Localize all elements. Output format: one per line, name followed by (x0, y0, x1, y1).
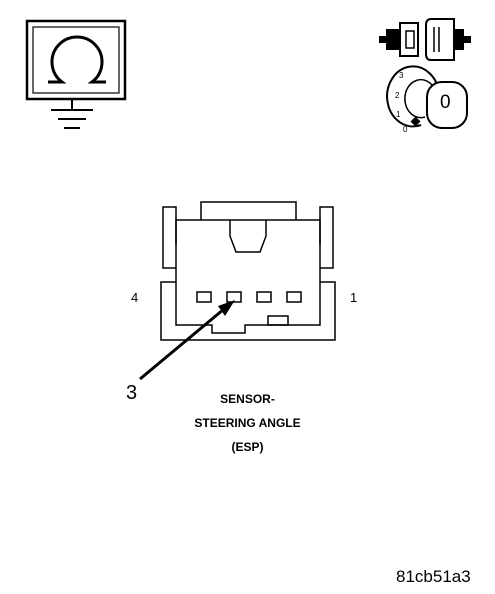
ohmmeter-ground-icon (25, 19, 127, 129)
connector-disconnect-icon (379, 18, 471, 61)
key-position-label: 3 (399, 71, 404, 80)
connector-pins (196, 291, 302, 303)
caption-line-2: STEERING ANGLE (194, 416, 301, 430)
key-label: 0 (440, 92, 451, 113)
pin-3-cavity (226, 291, 242, 303)
key-position-label: 0 (403, 125, 408, 134)
figure-code: 81cb51a3 (396, 567, 471, 586)
pin-4-cavity (196, 291, 212, 303)
ignition-key-off-icon (386, 65, 468, 129)
callout-arrow (139, 300, 235, 381)
key-position-label: 1 (396, 110, 401, 119)
pin-2-cavity (256, 291, 272, 303)
caption-line-1: SENSOR- (220, 392, 275, 406)
connector-face (160, 201, 336, 341)
callout-pin-label: 3 (126, 382, 138, 404)
pin-label-left: 4 (131, 290, 139, 305)
key-position-label: 2 (395, 91, 400, 100)
caption-line-3: (ESP) (231, 440, 264, 454)
pin-label-right: 1 (350, 290, 358, 305)
pin-1-cavity (286, 291, 302, 303)
